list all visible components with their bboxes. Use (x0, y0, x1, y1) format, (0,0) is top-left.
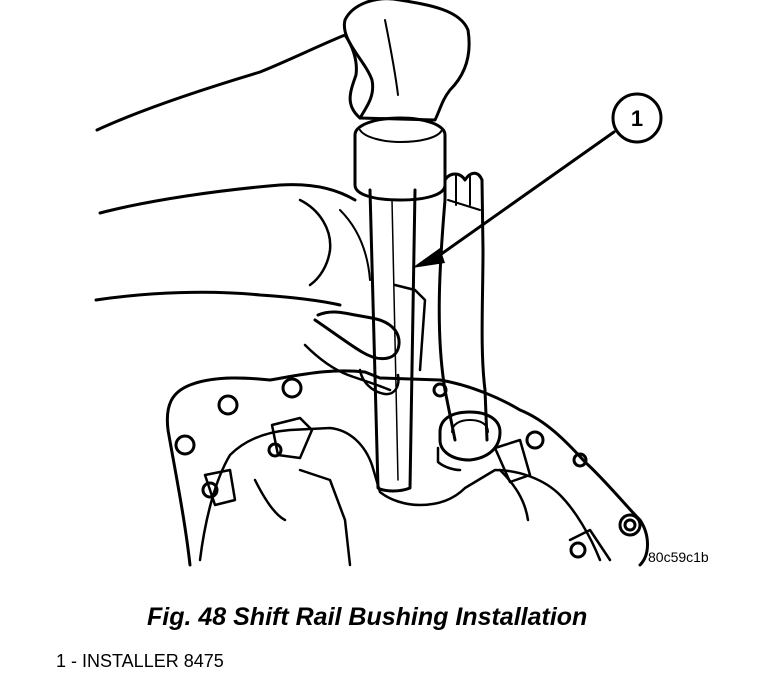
case-rib (568, 528, 612, 562)
installer-collar-top (359, 129, 443, 143)
shift-rail (480, 178, 489, 442)
shift-rail-top (443, 171, 484, 182)
bolt-hole (281, 377, 303, 399)
hand-palm-line (339, 209, 371, 281)
hand-finger (313, 310, 401, 361)
bolt-hole (572, 452, 588, 468)
figure-caption: Fig. 48 Shift Rail Bushing Installation (147, 603, 588, 631)
hand-lower (94, 290, 342, 307)
installer-shaft (368, 188, 417, 493)
mallet-head (342, 0, 471, 122)
case-rib (203, 468, 237, 507)
bolt-hole (201, 481, 219, 499)
case-rib (253, 478, 287, 522)
installer-collar (353, 116, 447, 202)
hand-finger (303, 343, 392, 392)
case-rib (493, 438, 532, 484)
shift-rail-bushing-flange (436, 446, 462, 472)
image-code-label: 80c59c1b (648, 549, 709, 565)
technical-illustration: 1 (94, 0, 663, 567)
mallet-head-detail (384, 19, 399, 96)
case-rib (270, 416, 314, 460)
shift-rail (437, 178, 457, 442)
case-rib (298, 468, 352, 567)
legend-item: 1 - INSTALLER 8475 (56, 651, 224, 671)
hand-finger-outer (393, 283, 427, 372)
bolt-hole (618, 513, 642, 537)
bolt-hole (217, 394, 239, 416)
hand-back (98, 183, 357, 215)
callout-number: 1 (631, 106, 643, 131)
installer-shaft-edge (391, 199, 399, 481)
case-rib (498, 468, 530, 522)
callout-arrowhead (412, 248, 445, 268)
hand-knuckle (298, 198, 332, 287)
hand-upper (95, 33, 362, 132)
bolt-hole (525, 430, 545, 450)
bolt-hole (267, 442, 283, 458)
bolt-hole (623, 518, 637, 532)
shift-rail-bushing-inner (451, 419, 489, 433)
bolt-hole (174, 434, 196, 456)
shift-rail-bushing (438, 410, 502, 462)
transmission-case-outline (165, 369, 649, 567)
bolt-hole (569, 541, 587, 559)
shift-rail-slot (455, 175, 471, 206)
transmission-case-inner (198, 426, 602, 562)
callout-leader-line (428, 130, 616, 264)
shift-rail-line (447, 199, 481, 211)
callout-circle (611, 92, 663, 144)
